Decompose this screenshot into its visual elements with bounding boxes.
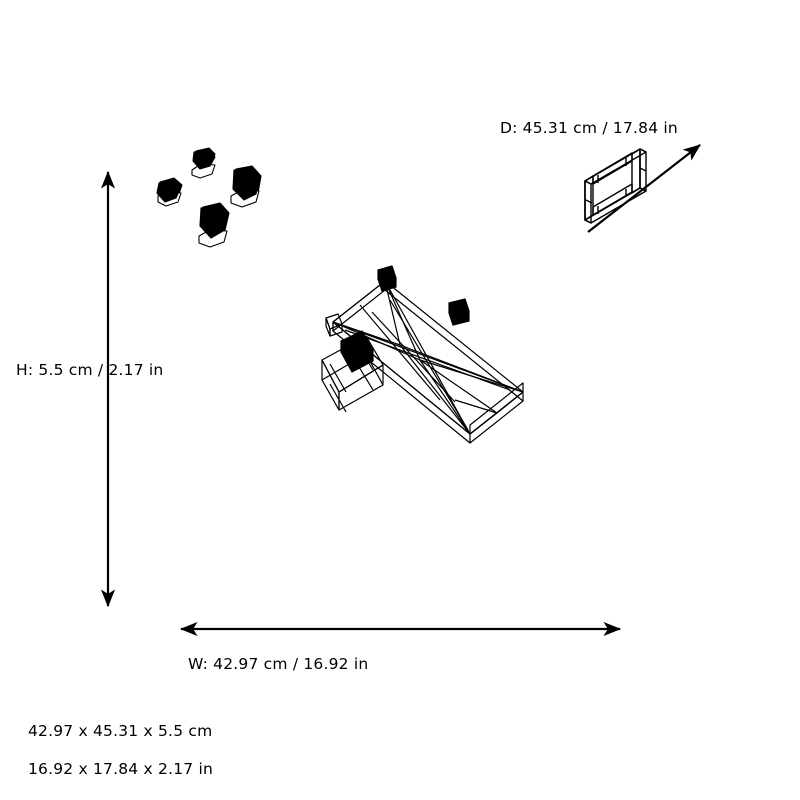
depth-dimension-label: D: 45.31 cm / 17.84 in [500, 119, 678, 137]
detached-parts-cluster [156, 147, 262, 248]
depth-dimension-arrow [587, 144, 701, 233]
caption-imperial: 16.92 x 17.84 x 2.17 in [28, 760, 213, 778]
main-object-wireframe [321, 265, 524, 444]
width-dimension-label: W: 42.97 cm / 16.92 in [188, 655, 369, 673]
depth-reference-box [584, 148, 647, 224]
height-dimension-label: H: 5.5 cm / 2.17 in [16, 361, 164, 379]
caption-metric: 42.97 x 45.31 x 5.5 cm [28, 722, 213, 740]
